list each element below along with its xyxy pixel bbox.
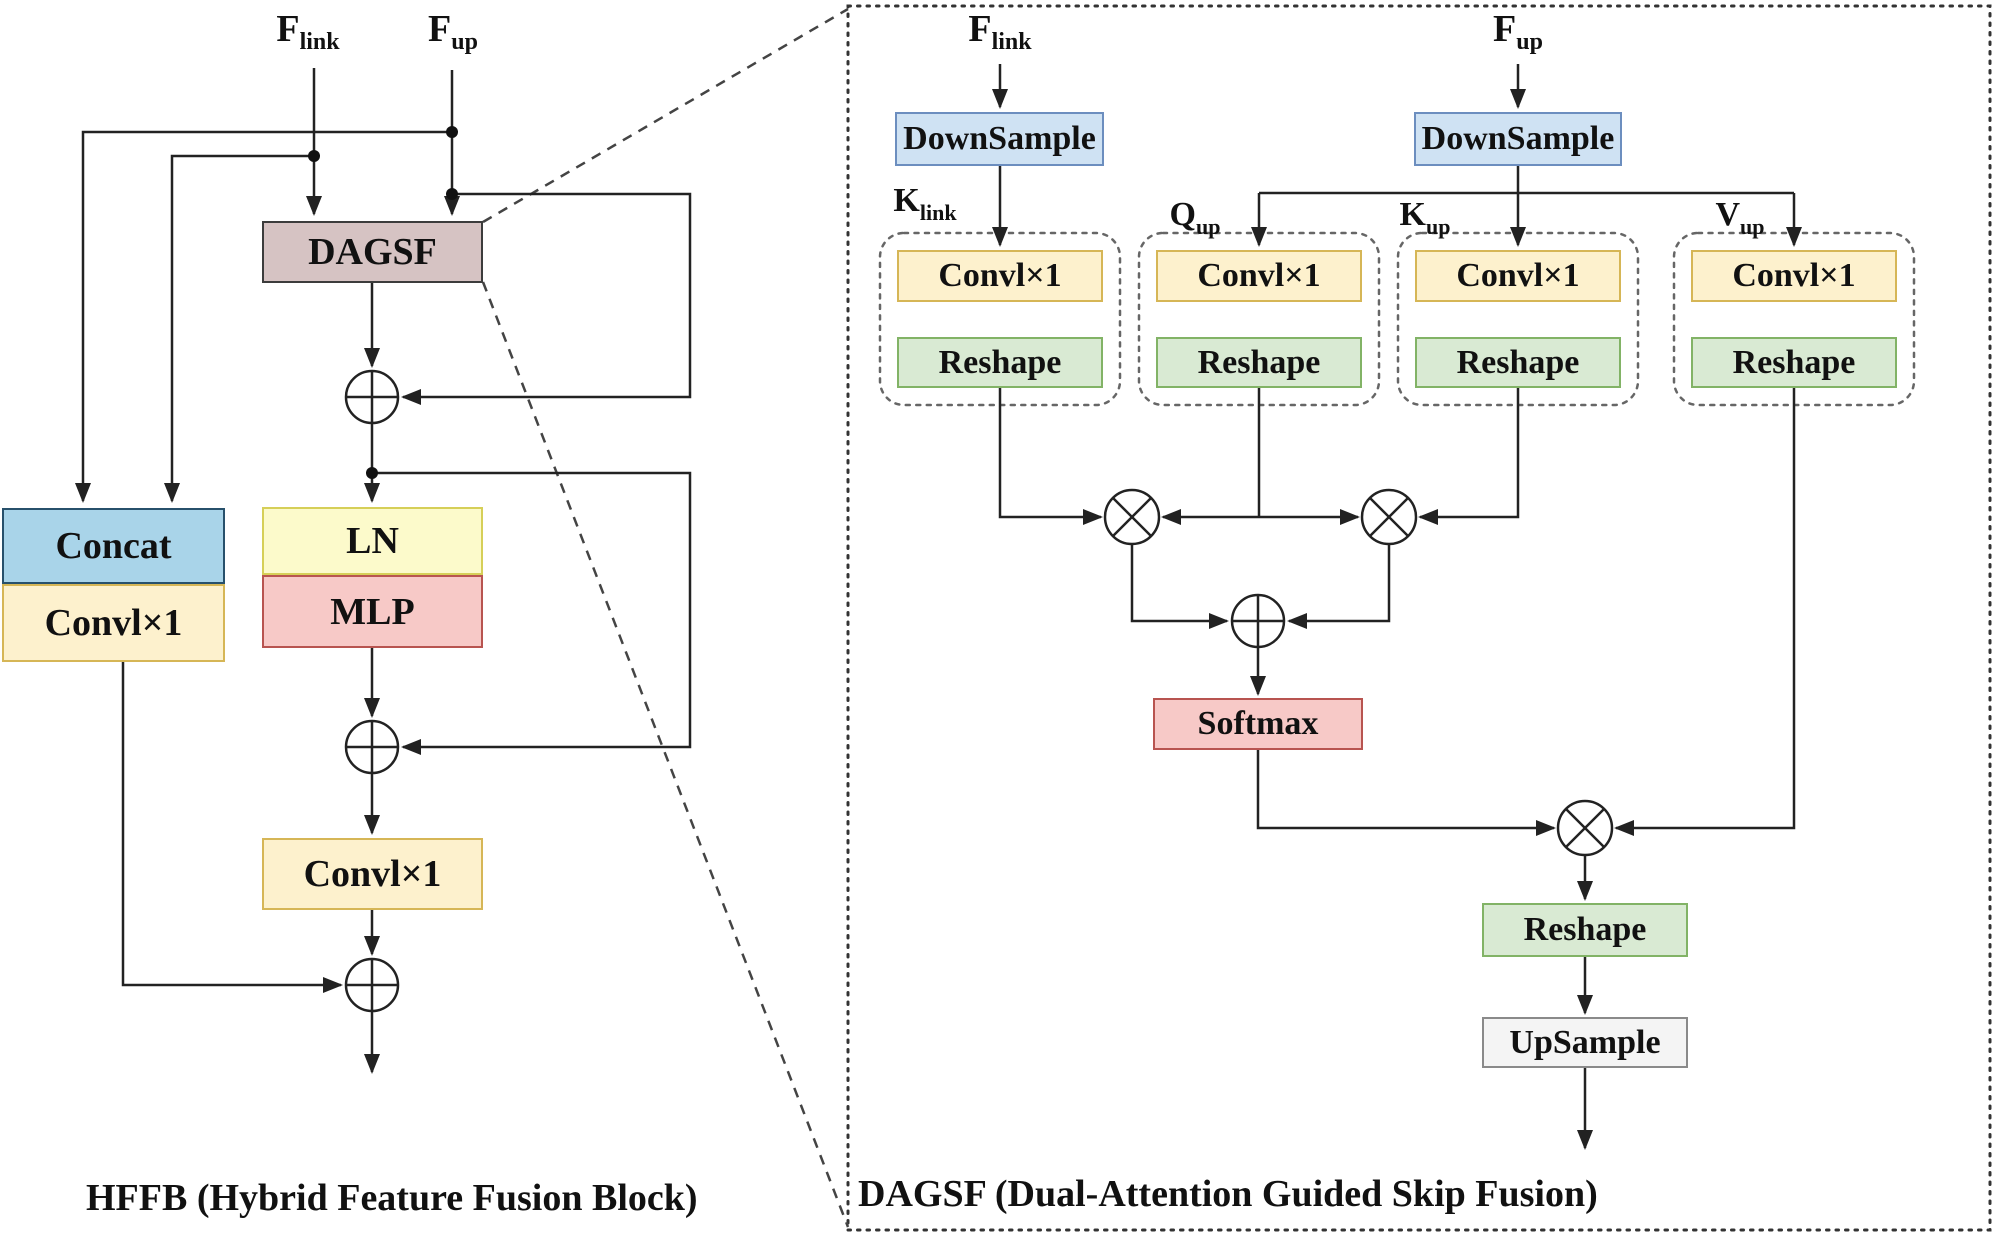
conv1x1-vup-label: Convl×1: [1732, 257, 1856, 294]
reshape-output-label: Reshape: [1523, 911, 1647, 948]
wire-mul1-to-add4: [1130, 544, 1229, 629]
hffb-wires: [75, 68, 692, 1074]
junction-dot-fup-2: [446, 188, 458, 200]
f-link-base-right: F: [968, 8, 992, 50]
multiply-operator-1: [1103, 488, 1161, 546]
dagsf-box: DAGSF: [262, 221, 483, 283]
reshape-klink-label: Reshape: [938, 343, 1062, 381]
dagsf-box-label: DAGSF: [308, 231, 437, 273]
conv1x1-after-concat-box: Convl×1: [2, 584, 225, 662]
downsample-link-label: DownSample: [903, 120, 1096, 157]
wire-kup-to-mul2: [1418, 388, 1520, 525]
downsample-up-label: DownSample: [1421, 120, 1615, 157]
wire-klink-to-mul1: [998, 388, 1103, 525]
zoom-connector-top: [482, 7, 849, 224]
reshape-qup-label: Reshape: [1197, 343, 1321, 381]
conv1x1-output-box: Convl×1: [262, 838, 483, 910]
junction-dot-fup-1: [446, 126, 458, 138]
softmax-box-label: Softmax: [1197, 705, 1319, 742]
conv1x1-klink-box: Convl×1: [897, 250, 1103, 302]
add-operator-3: [344, 957, 400, 1013]
wire-vup-to-mul3: [1614, 388, 1796, 836]
reshape-vup-label: Reshape: [1732, 343, 1856, 381]
conv1x1-qup-box: Convl×1: [1156, 250, 1362, 302]
k-up-subscript: up: [1425, 214, 1451, 239]
wire-concatconv-to-add3: [121, 662, 343, 993]
reshape-vup-box: Reshape: [1691, 337, 1897, 388]
v-up-subscript: up: [1740, 214, 1765, 239]
f-up-subscript-right: up: [1516, 29, 1543, 55]
dagsf-caption: DAGSF (Dual-Attention Guided Skip Fusion…: [858, 1173, 1598, 1215]
junction-dot-residual: [366, 467, 378, 479]
v-up-base: V: [1715, 196, 1741, 233]
mlp-box: MLP: [262, 575, 483, 648]
zoom-connector-bottom: [481, 281, 850, 1228]
wire-flink-branch-to-concat: [164, 154, 314, 503]
upsample-box-label: UpSample: [1509, 1023, 1661, 1061]
wire-mul2-to-add4: [1287, 544, 1391, 629]
k-link-subscript: link: [919, 200, 957, 225]
concat-box-label: Concat: [55, 525, 172, 567]
conv1x1-after-concat-label: Convl×1: [44, 602, 183, 644]
wire-fup-branch-to-concat: [75, 130, 452, 503]
mlp-box-label: MLP: [330, 590, 415, 633]
zoom-dashed-connectors: [481, 7, 850, 1228]
conv1x1-vup-box: Convl×1: [1691, 250, 1897, 302]
junction-dots: [308, 126, 458, 479]
hffb-caption: HFFB (Hybrid Feature Fusion Block): [86, 1177, 698, 1219]
q-up-base: Q: [1169, 196, 1196, 233]
layernorm-box-label: LN: [346, 520, 399, 562]
reshape-output-box: Reshape: [1482, 903, 1688, 957]
f-link-subscript: link: [299, 29, 340, 55]
reshape-qup-box: Reshape: [1156, 337, 1362, 388]
wire-fup-skip-to-add1: [401, 192, 692, 405]
conv1x1-kup-label: Convl×1: [1456, 257, 1580, 294]
multiply-operator-2: [1360, 488, 1418, 546]
upsample-box: UpSample: [1482, 1017, 1688, 1068]
f-up-base-right: F: [1493, 8, 1517, 50]
wire-softmax-to-mul3: [1256, 750, 1556, 836]
f-up-base: F: [428, 8, 452, 50]
k-up-base: K: [1399, 196, 1426, 233]
concat-box: Concat: [2, 508, 225, 584]
downsample-up-box: DownSample: [1414, 112, 1622, 166]
wire-residual-to-add2: [372, 471, 692, 755]
add-operator-2: [344, 719, 400, 775]
f-up-subscript: up: [451, 29, 478, 55]
downsample-link-box: DownSample: [895, 112, 1104, 166]
dagsf-panel-dotted-border: [846, 4, 1992, 1232]
conv1x1-qup-label: Convl×1: [1197, 257, 1321, 294]
operator-nodes: [344, 369, 1614, 1013]
softmax-box: Softmax: [1153, 698, 1363, 750]
add-operator-4: [1230, 593, 1286, 649]
multiply-operator-3: [1556, 799, 1614, 857]
conv1x1-output-label: Convl×1: [303, 853, 442, 895]
f-link-subscript-right: link: [991, 29, 1032, 55]
reshape-kup-label: Reshape: [1456, 343, 1580, 381]
add-operator-1: [344, 369, 400, 425]
dagsf-wires: [992, 64, 1802, 1150]
k-link-base: K: [893, 182, 920, 219]
reshape-klink-box: Reshape: [897, 337, 1103, 388]
f-link-base: F: [276, 8, 300, 50]
conv1x1-klink-label: Convl×1: [938, 257, 1062, 294]
q-up-subscript: up: [1195, 214, 1221, 239]
conv1x1-kup-box: Convl×1: [1415, 250, 1621, 302]
reshape-kup-box: Reshape: [1415, 337, 1621, 388]
junction-dot-flink: [308, 150, 320, 162]
layernorm-box: LN: [262, 507, 483, 575]
